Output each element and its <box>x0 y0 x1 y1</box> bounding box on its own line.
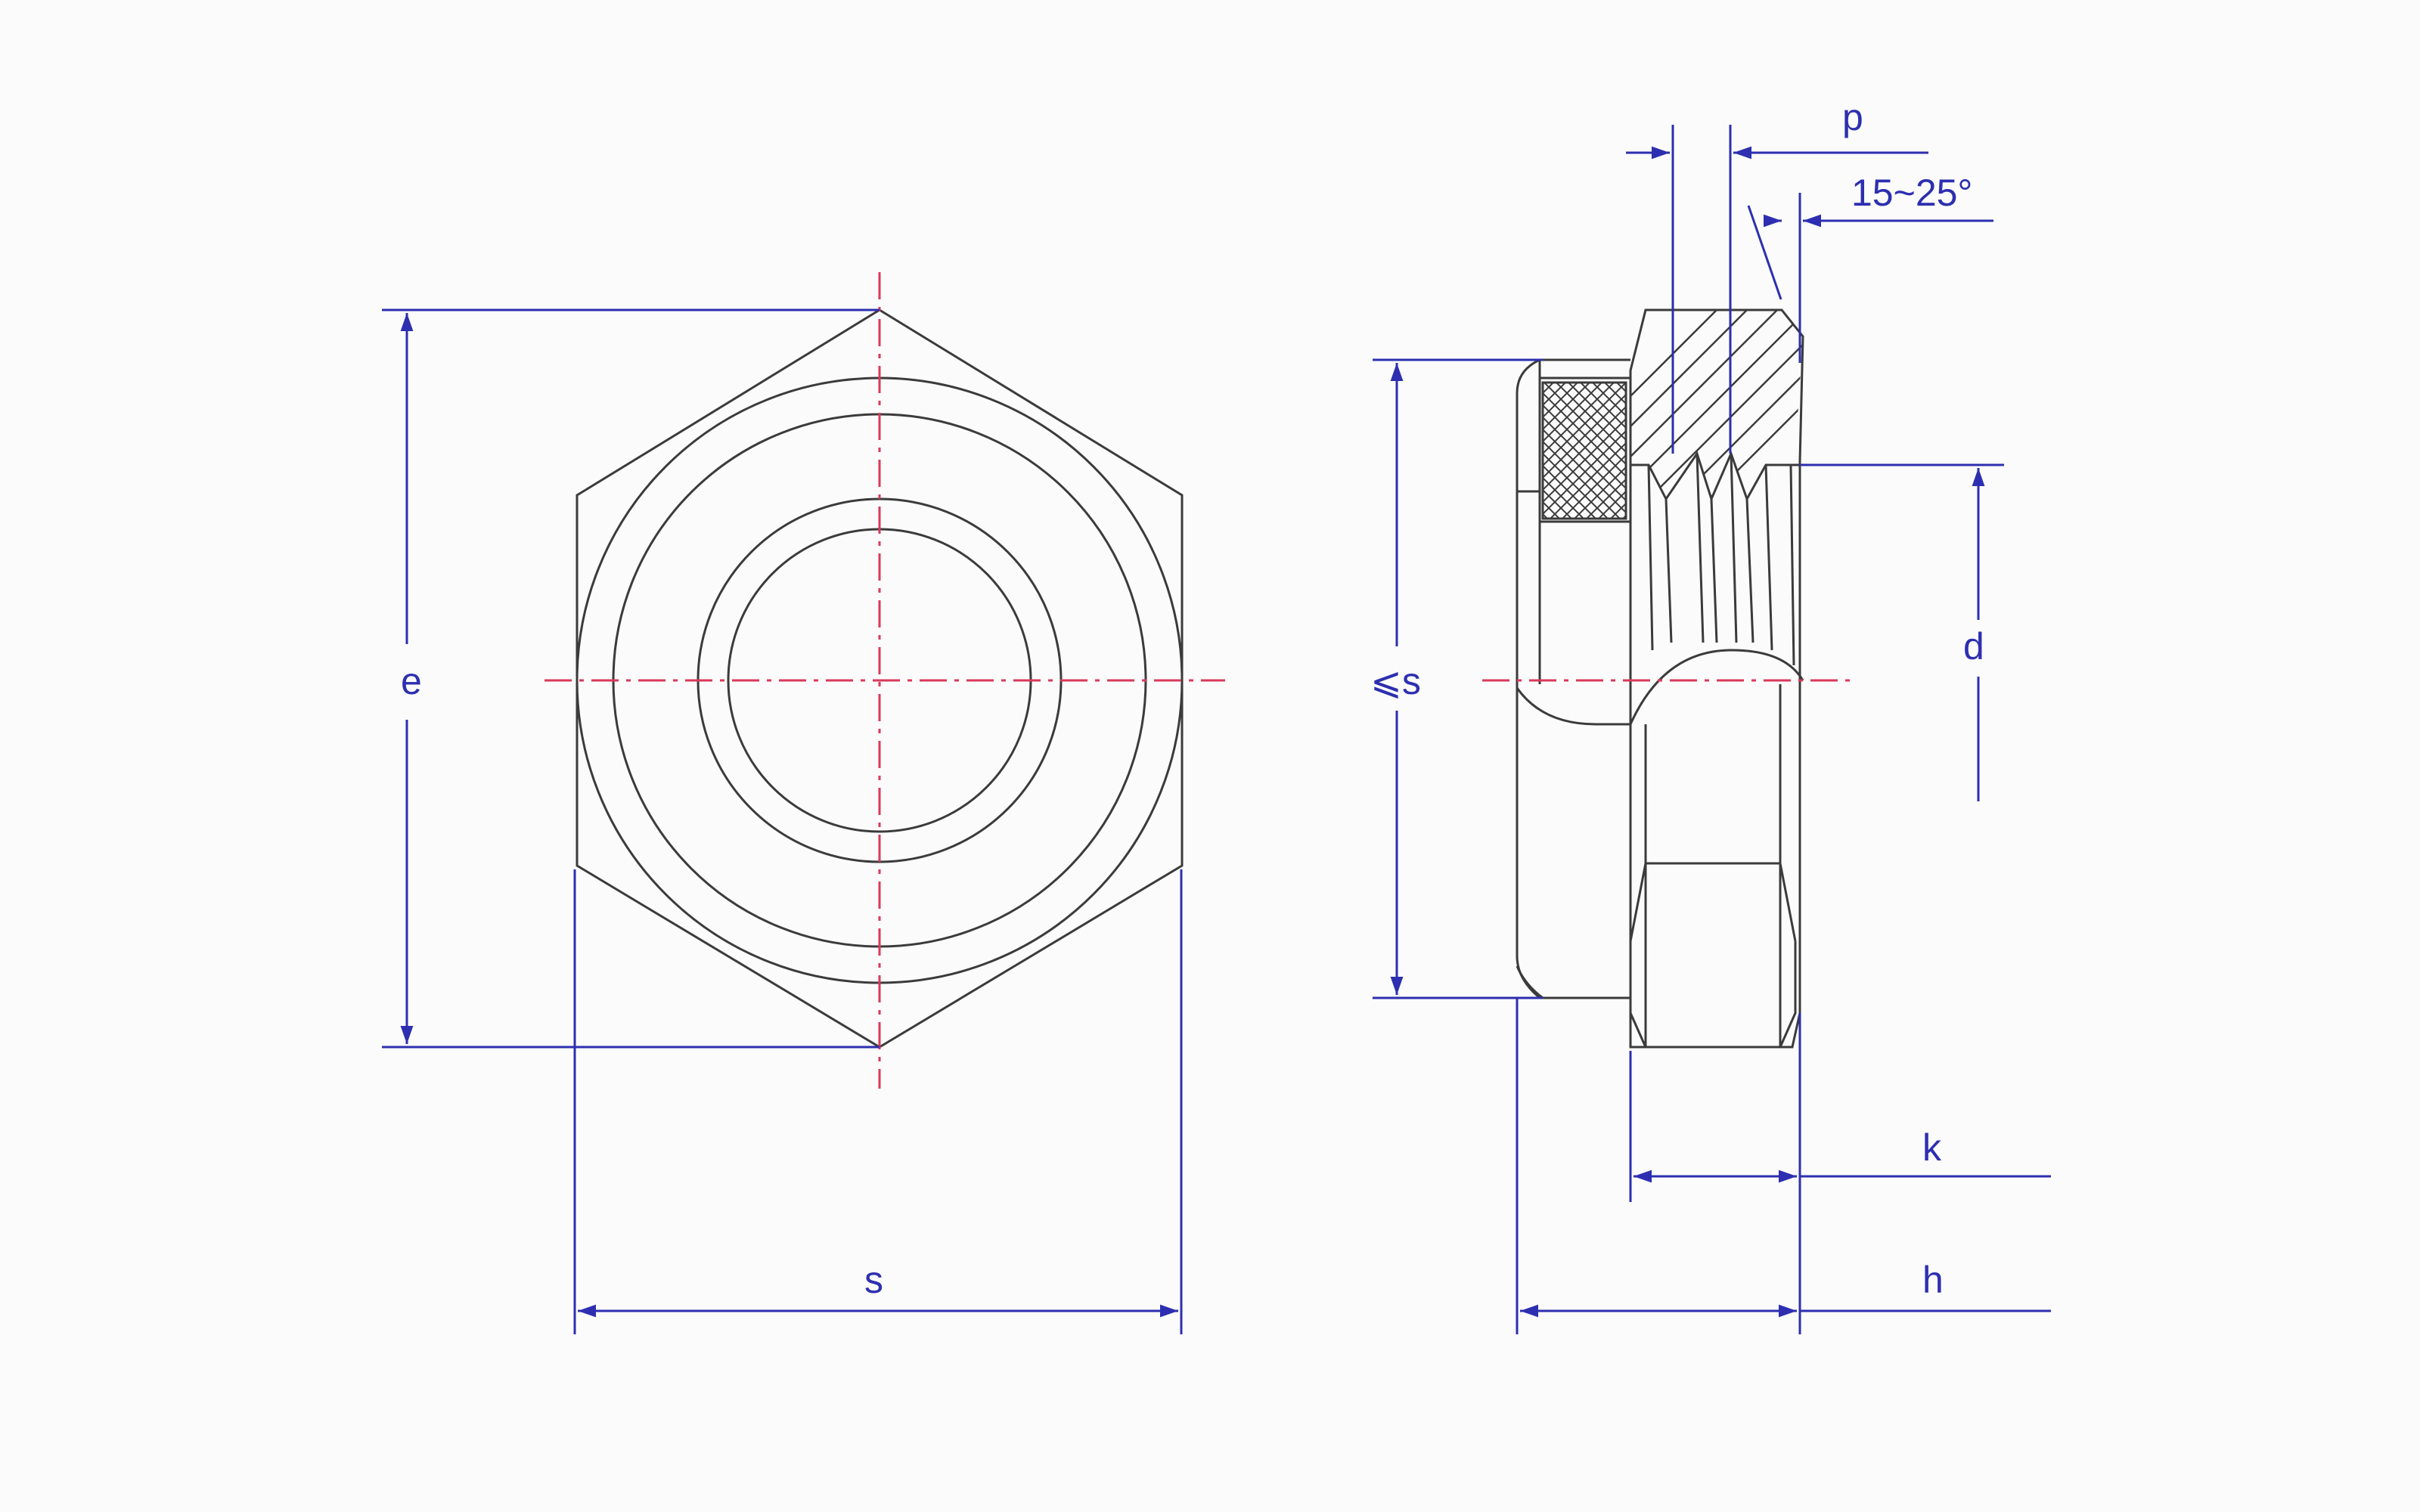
hex-flat-lower <box>1629 862 1797 942</box>
chamfer-arc-right <box>1629 649 1804 725</box>
front-centerlines <box>544 272 1225 1089</box>
thread-flank-4 <box>1710 498 1718 643</box>
label-s-side: ⩽s <box>1370 660 1421 702</box>
label-d: d <box>1963 625 1984 668</box>
thread-flank-1 <box>1647 464 1654 651</box>
chamfer-arc-left <box>1516 687 1630 726</box>
front-dimensions <box>382 308 1183 1334</box>
insert-pocket <box>1538 360 1632 724</box>
thread-flank-8 <box>1789 464 1795 666</box>
nylon-insert <box>1541 381 1627 520</box>
label-angle: 15~25° <box>1851 172 1972 214</box>
dimension-labels: e s ⩽s p 15~25° d k h <box>401 96 1984 1301</box>
label-k: k <box>1922 1126 1942 1169</box>
nut-body-outline <box>1629 308 1804 1049</box>
flange-bevel-bottom <box>1516 965 1544 999</box>
side-dimensions <box>1373 125 2051 1334</box>
thread-flank-3 <box>1696 453 1705 643</box>
thread-profile <box>1630 450 1803 503</box>
flange-outline <box>1516 358 1630 999</box>
label-p: p <box>1842 96 1863 138</box>
label-s-front: s <box>864 1259 883 1301</box>
thread-flank-2 <box>1665 498 1673 643</box>
label-h: h <box>1922 1259 1944 1301</box>
label-e: e <box>401 660 422 702</box>
hex-bottom-face-right <box>1779 941 1797 1048</box>
side-view <box>1516 308 1804 1049</box>
thread-flank-5 <box>1730 453 1738 643</box>
thread-flank-7 <box>1764 464 1773 651</box>
hex-bottom-face-left <box>1629 941 1647 1048</box>
thread-flank-6 <box>1745 498 1754 643</box>
angle-line <box>1747 205 1782 300</box>
